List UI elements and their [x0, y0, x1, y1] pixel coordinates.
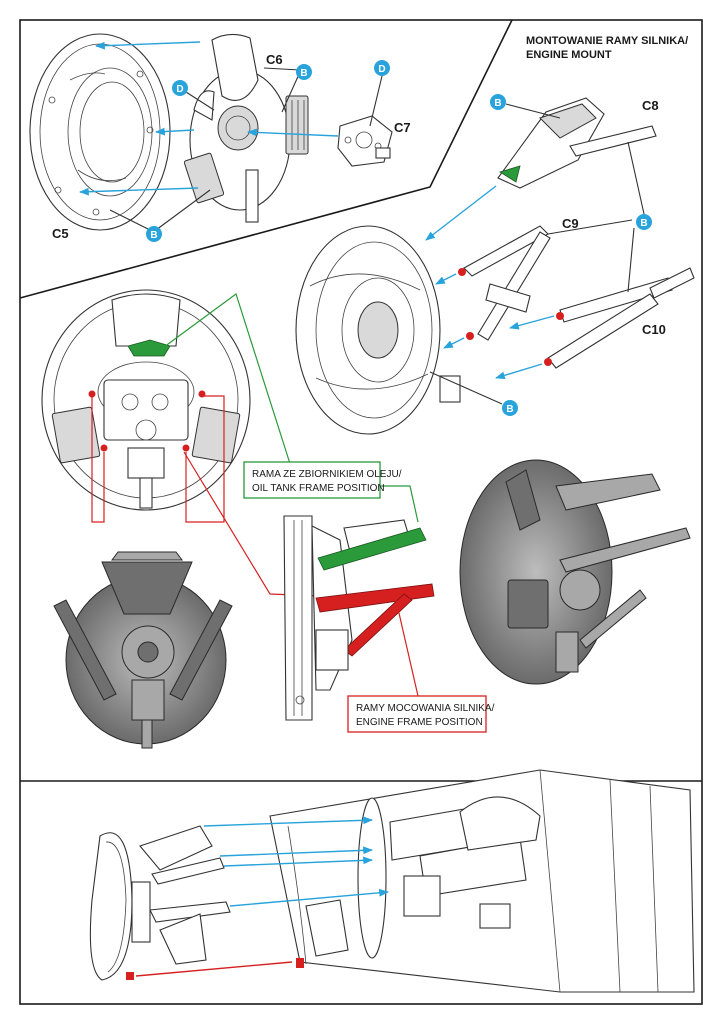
svg-text:D: D: [176, 84, 183, 95]
label-c7: C7: [394, 120, 411, 135]
section-title-line2: ENGINE MOUNT: [526, 49, 612, 61]
svg-text:B: B: [506, 404, 513, 415]
label-c6: C6: [266, 52, 283, 67]
panel-engine-mount: MONTOWANIE RAMY SILNIKA/ ENGINE MOUNT: [295, 35, 695, 435]
svg-text:ENGINE FRAME POSITION: ENGINE FRAME POSITION: [356, 717, 483, 728]
svg-text:B: B: [300, 68, 307, 79]
arrow-c10-to-ring-low: [495, 363, 543, 380]
panel-top-left: C5 C6 C7 B D D B: [29, 33, 411, 242]
svg-text:OIL TANK FRAME POSITION: OIL TANK FRAME POSITION: [252, 483, 385, 494]
arrow-assembly-2: [219, 846, 373, 857]
part-c9-drawing: [458, 225, 551, 341]
svg-text:B: B: [150, 230, 157, 241]
arrow-c7-to-c6: [247, 128, 339, 137]
svg-text:D: D: [378, 64, 385, 75]
arrow-assembly-3: [223, 856, 373, 867]
arrow-c9-to-ring-top: [435, 273, 457, 285]
engine-front-view: [41, 289, 251, 511]
red-link-lower-mount: [135, 961, 293, 977]
arrow-assembly-1: [203, 816, 373, 827]
engine-assembly-drawing: [89, 825, 231, 981]
part-c8-drawing: [497, 97, 657, 189]
green-leader-to-side: [380, 485, 419, 523]
badge-b-c6: B: [296, 64, 312, 80]
part-c5-drawing: [29, 33, 171, 231]
arrow-c6-to-c5-low: [79, 187, 199, 196]
svg-text:B: B: [494, 98, 501, 109]
arrow-c6-to-c5-mid: [155, 127, 195, 136]
fuselage-drawing: [269, 769, 695, 993]
red-leader-engine-frame: [395, 599, 419, 697]
label-c10: C10: [642, 322, 666, 337]
engine-render-front: [53, 551, 233, 749]
part-c7-drawing: [337, 115, 393, 167]
badge-b-c5: B: [146, 226, 162, 242]
red-bracket-left: [91, 396, 105, 523]
arrow-assembly-4: [229, 888, 389, 907]
badge-b-ring: B: [502, 400, 518, 416]
section-title-line1: MONTOWANIE RAMY SILNIKA/: [526, 35, 688, 47]
panel-middle: RAMA ZE ZBIORNIKIEM OLEJU/ OIL TANK FRAM…: [41, 289, 691, 749]
svg-text:RAMA ZE ZBIORNIKIEM OLEJU/: RAMA ZE ZBIORNIKIEM OLEJU/: [252, 469, 402, 480]
arrow-c6-to-c5-top: [95, 41, 201, 50]
badge-d-c7: D: [374, 60, 390, 76]
badge-b-frames: B: [636, 214, 652, 230]
engine-render-side: [459, 459, 691, 685]
label-c8: C8: [642, 98, 659, 113]
svg-text:RAMY MOCOWANIA SILNIKA/: RAMY MOCOWANIA SILNIKA/: [356, 703, 495, 714]
engine-side-view: [283, 515, 435, 721]
callout-oil-tank: RAMA ZE ZBIORNIKIEM OLEJU/ OIL TANK FRAM…: [243, 461, 402, 499]
part-c6-drawing: [183, 33, 309, 223]
page-border: [19, 19, 703, 1005]
svg-text:B: B: [640, 218, 647, 229]
red-bracket-right: [185, 395, 225, 523]
arrow-c10-to-ring-top: [509, 315, 555, 330]
badge-d-c6: D: [172, 80, 188, 96]
callout-engine-frame: RAMY MOCOWANIA SILNIKA/ ENGINE FRAME POS…: [347, 695, 495, 733]
bulkhead-ring-drawing: [295, 225, 461, 435]
part-c10-drawing: [544, 267, 695, 369]
label-c5: C5: [52, 226, 69, 241]
arrow-c8-to-ring: [425, 185, 497, 241]
divider-top-right: [430, 180, 702, 187]
badge-b-c8: B: [490, 94, 506, 110]
divider-diagonal: [19, 19, 513, 299]
label-c9: C9: [562, 216, 579, 231]
arrow-c9-to-ring-low: [443, 337, 465, 349]
panel-fuselage: [89, 769, 695, 993]
